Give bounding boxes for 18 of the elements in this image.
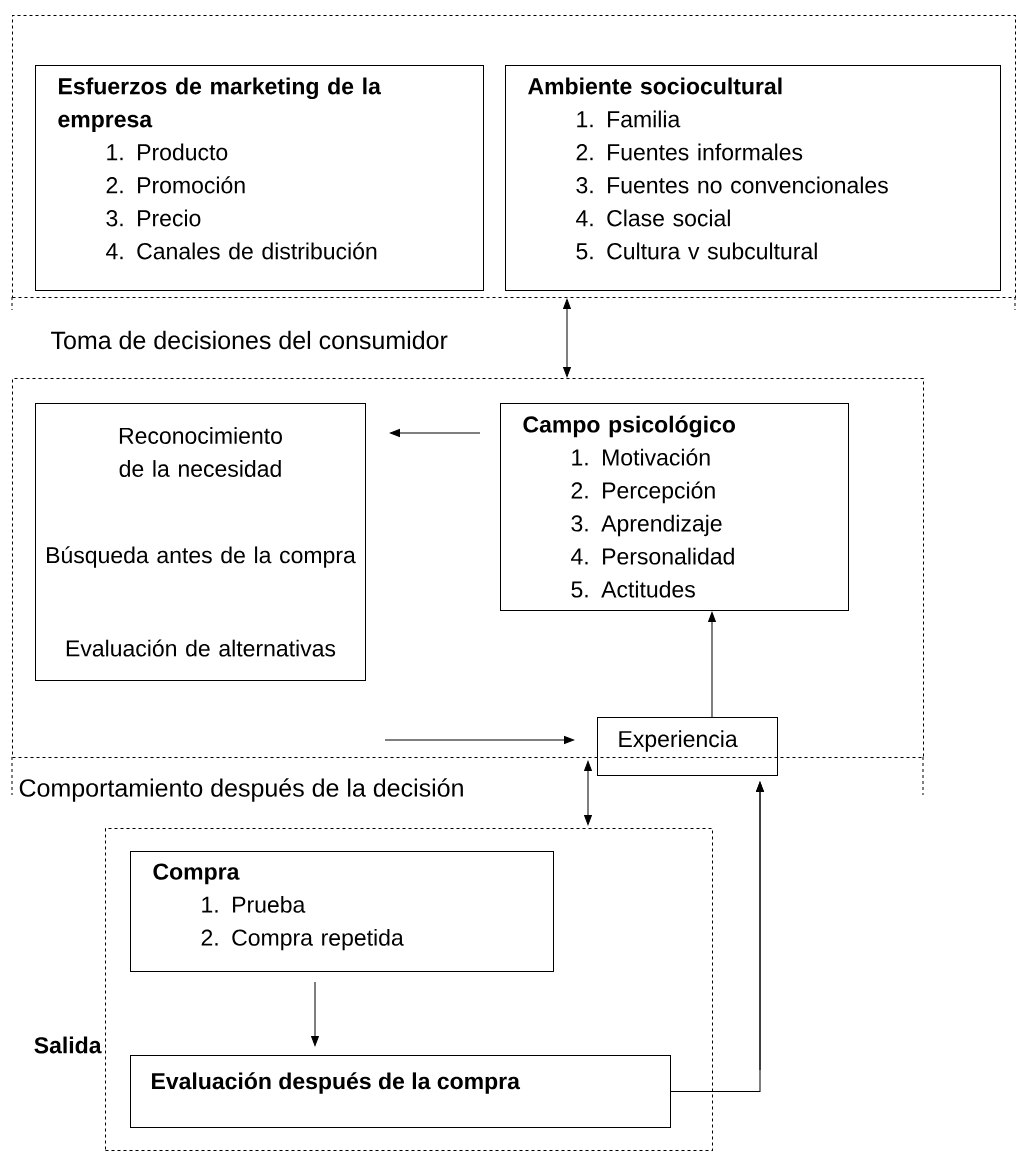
- arrow: [389, 429, 481, 437]
- arrow: [563, 298, 571, 378]
- arrow: [756, 781, 764, 1071]
- arrow: [584, 760, 592, 826]
- arrow: [708, 611, 716, 718]
- list-box: Ambiente sociocultural 1. Familia 2. Fuentes informales 3. Fuentes no convencionales 4. Clase social 5. Cultura v subcultural: [505, 65, 1001, 291]
- list-box: Esfuerzos de marketing de la empresa 1. Producto 2. Promoción 3. Precio 4. Canales de distribución: [35, 65, 484, 291]
- dashed-region: [11, 15, 1016, 311]
- side-label: Salida: [34, 1036, 102, 1054]
- arrow: [384, 736, 575, 744]
- process-box: Experiencia: [597, 717, 778, 776]
- node-label: Comportamiento después de la decisión: [19, 778, 463, 802]
- stage-box: Reconocimiento de la necesidad Búsqueda antes de la compra Evaluación de alternativas: [35, 403, 366, 681]
- node-label: Toma de decisiones del consumidor: [51, 330, 448, 350]
- list-box: Compra 1. Prueba 2. Compra repetida: [130, 851, 554, 972]
- list-box: Campo psicológico 1. Motivación 2. Percepción 3. Aprendizaje 4. Personalidad 5. Actitudes: [500, 403, 849, 611]
- process-box: Evaluación después de la compra: [130, 1055, 671, 1128]
- arrow: [311, 981, 319, 1047]
